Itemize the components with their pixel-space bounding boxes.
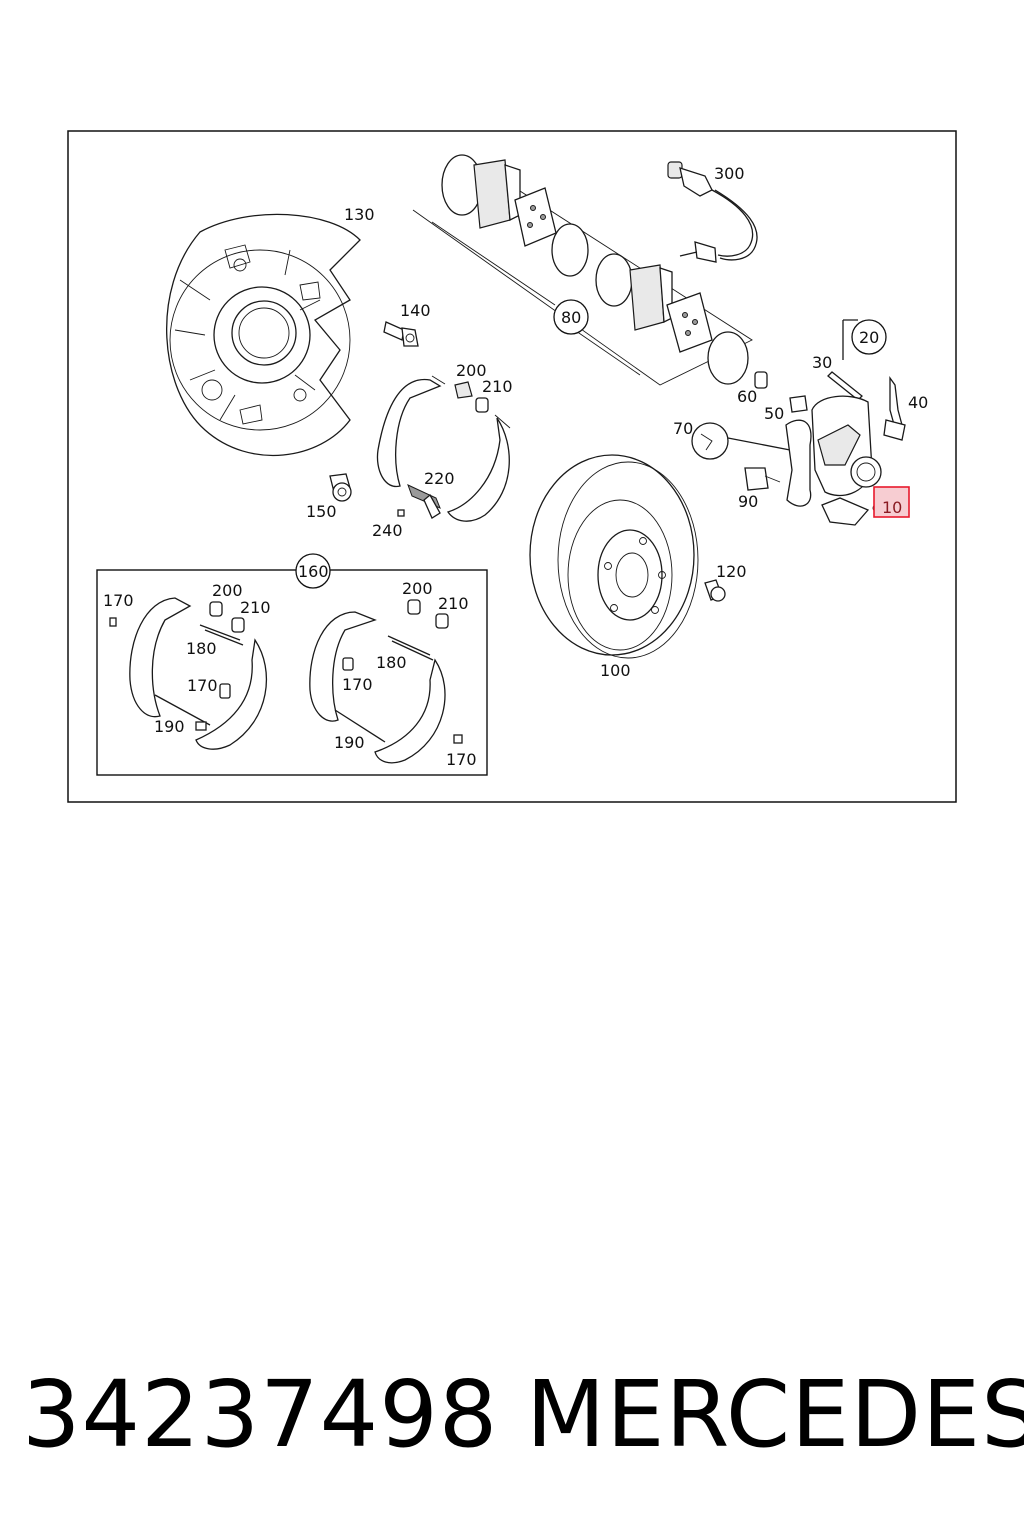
callout-label: 190	[154, 717, 185, 736]
callout-label: 200	[456, 361, 487, 380]
callout-label: 90	[738, 492, 758, 511]
brand-name: MERCEDES	[526, 1361, 1024, 1468]
callout-label: 200	[212, 581, 243, 600]
callout-label: 70	[673, 419, 693, 438]
brake-caliper-part	[691, 319, 906, 526]
callout-label: 210	[438, 594, 469, 613]
callout-label: 30	[812, 353, 832, 372]
callout-label: 40	[908, 393, 928, 412]
callout-label: 190	[334, 733, 365, 752]
callout-label: 170	[187, 676, 218, 695]
part-number: 34237498	[22, 1361, 499, 1468]
callout-label: 170	[103, 591, 134, 610]
callout-label: 80	[561, 308, 581, 327]
parking-brake-shoe-part	[376, 375, 511, 522]
caption-bar: 34237498 MERCEDES	[0, 1355, 1024, 1475]
callout-label: 200	[402, 579, 433, 598]
callout-label-highlighted: 10	[882, 498, 902, 517]
callout-label: 180	[186, 639, 217, 658]
callout-label: 170	[342, 675, 373, 694]
callout-label: 170	[446, 750, 477, 769]
callout-label: 150	[306, 502, 337, 521]
callout-label: 300	[714, 164, 745, 183]
bolt-120-part	[704, 579, 726, 602]
callout-label: 240	[372, 521, 403, 540]
callout-10-highlight-box	[873, 486, 910, 518]
bolt-150-part	[329, 473, 352, 502]
callout-label: 50	[764, 404, 784, 423]
callout-labels: 130 300 140 80 20 30 40 200 210 60 50 70…	[103, 164, 928, 769]
bolt-140-part	[383, 321, 419, 347]
wear-sensor-part	[667, 161, 758, 263]
exploded-parts-diagram: 130 300 140 80 20 30 40 200 210 60 50 70…	[67, 130, 957, 803]
parking-brake-kit-part	[96, 569, 488, 776]
brake-pad-set-part	[412, 154, 753, 386]
callout-label: 120	[716, 562, 747, 581]
backing-plate-part	[166, 213, 361, 457]
callout-label: 160	[298, 562, 329, 581]
callout-label: 180	[376, 653, 407, 672]
callout-label: 220	[424, 469, 455, 488]
callout-label: 100	[600, 661, 631, 680]
callout-label: 210	[240, 598, 271, 617]
callout-label: 140	[400, 301, 431, 320]
brake-disc-part	[529, 454, 699, 659]
callout-label: 130	[344, 205, 375, 224]
callout-label: 210	[482, 377, 513, 396]
callout-label: 60	[737, 387, 757, 406]
callout-label: 20	[859, 328, 879, 347]
